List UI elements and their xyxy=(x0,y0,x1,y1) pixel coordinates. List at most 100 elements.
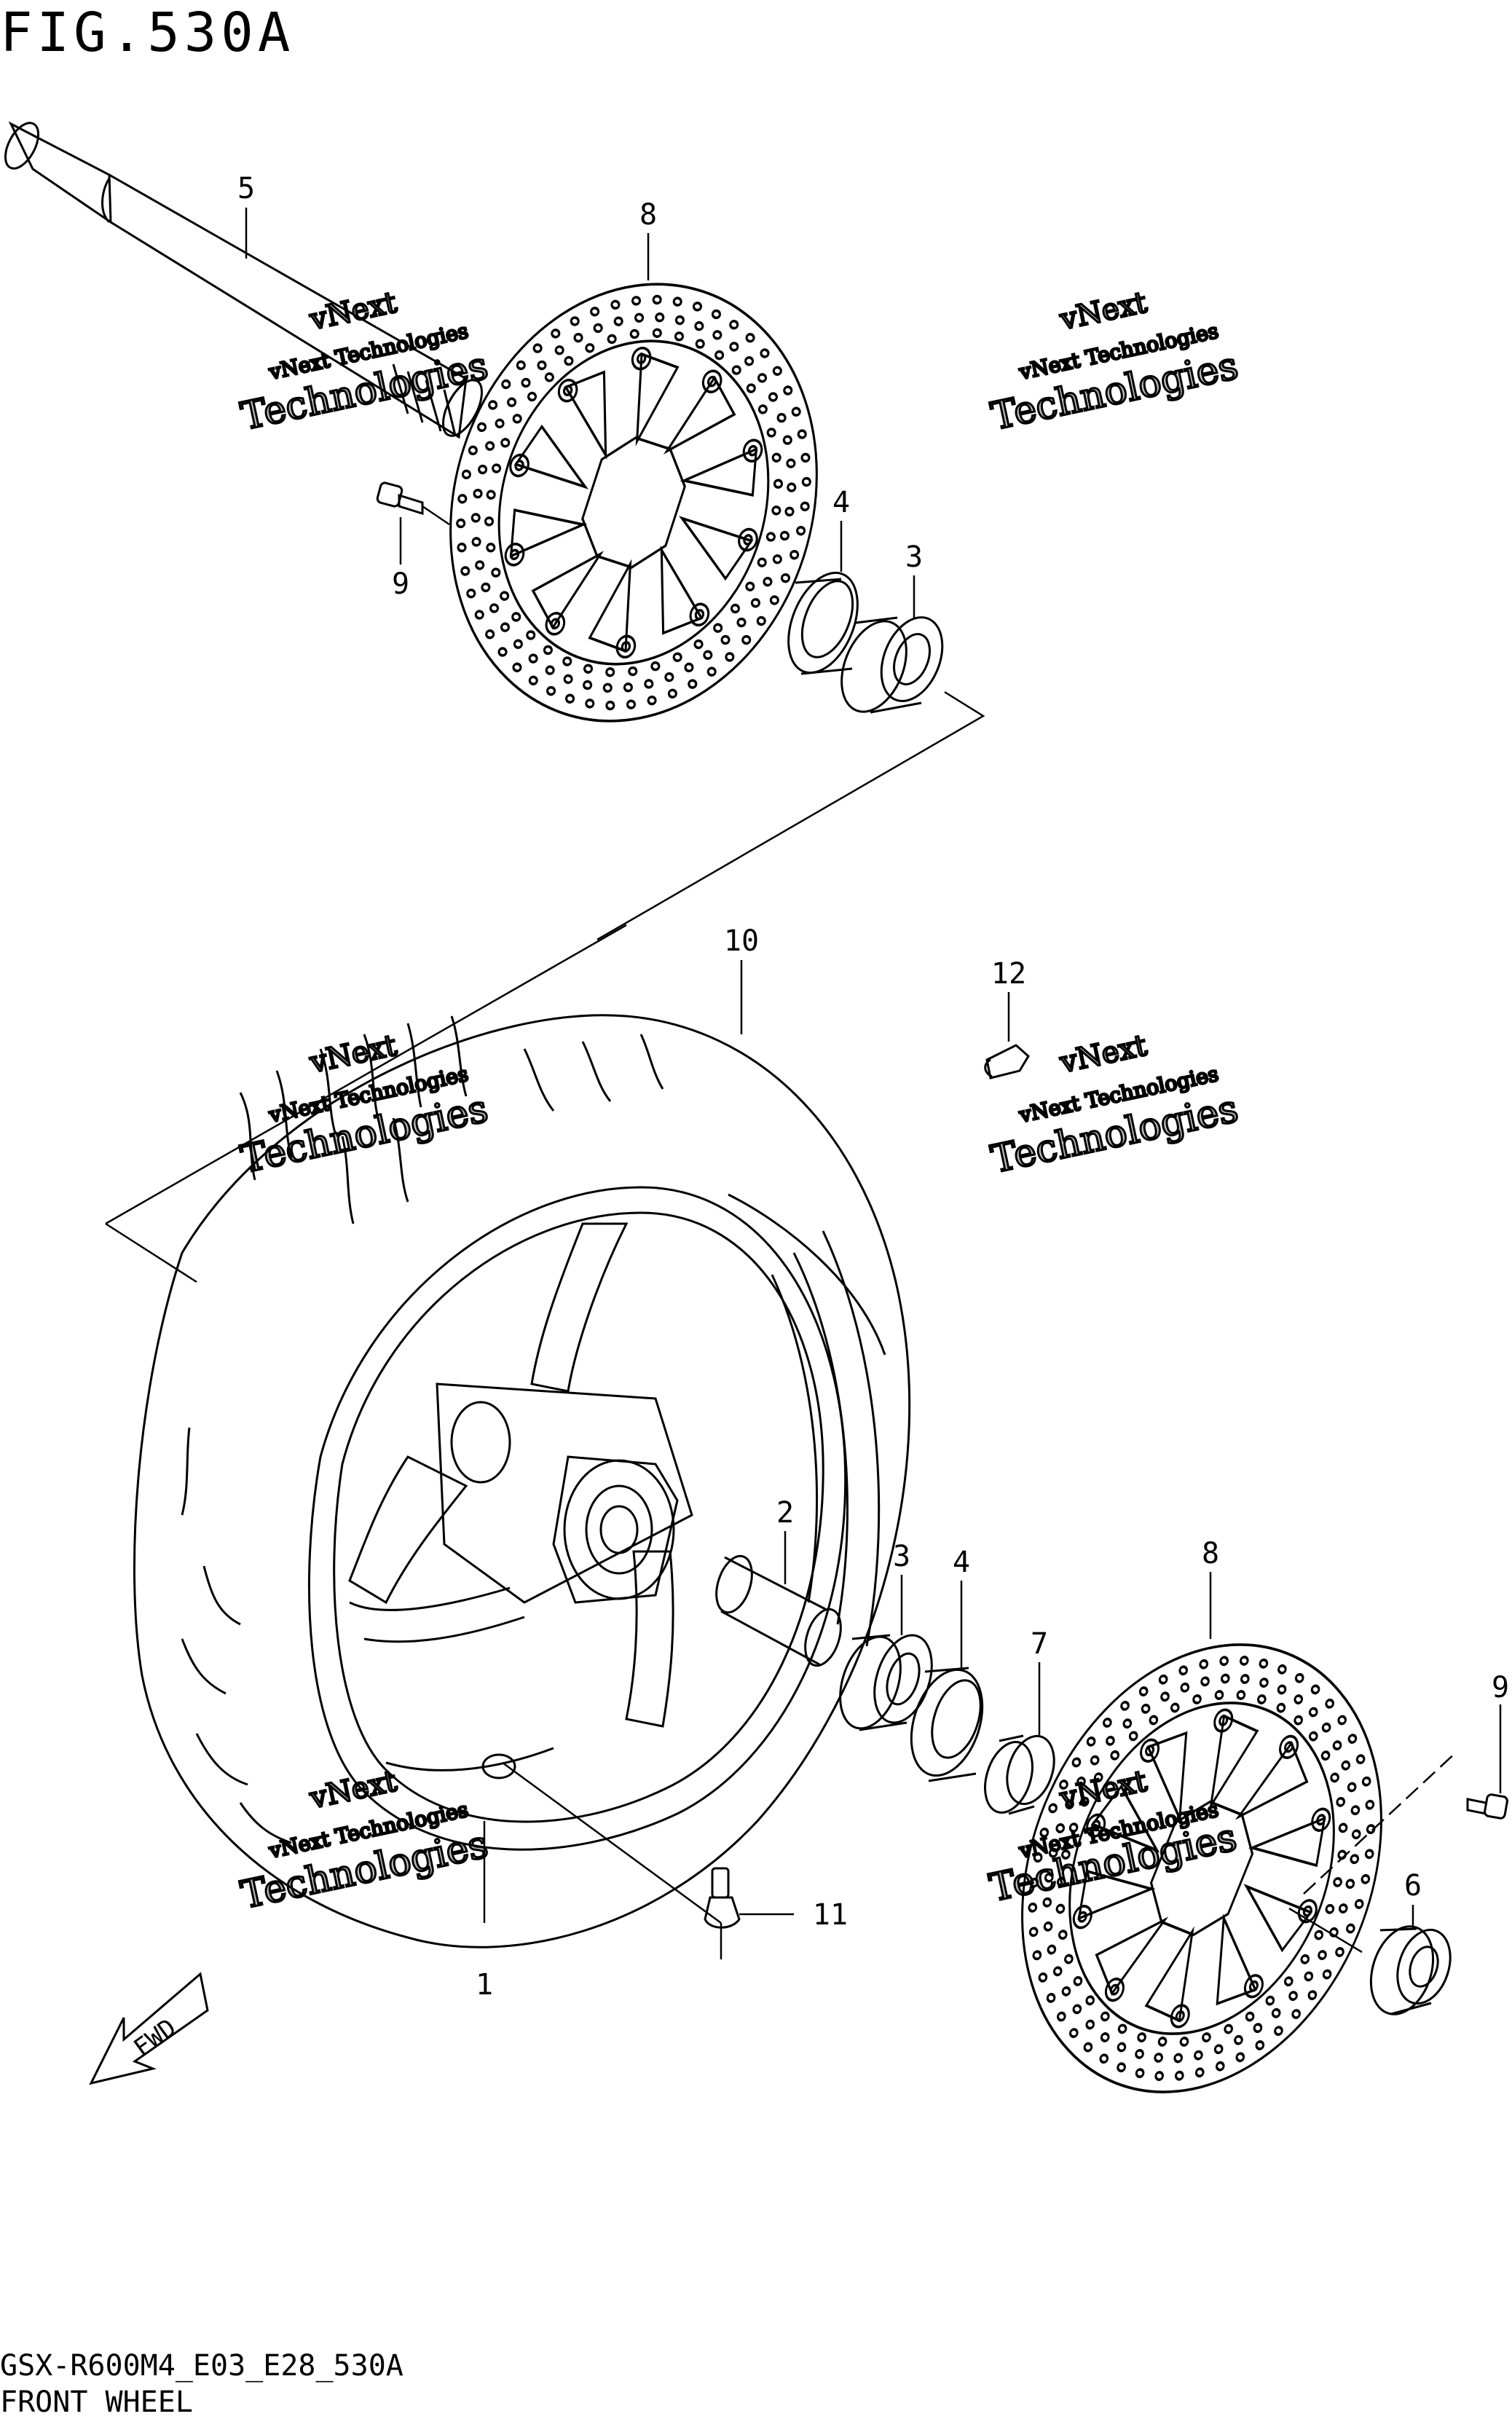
floating-button-center xyxy=(514,460,524,471)
tread-groove xyxy=(450,1015,468,1097)
vent-hole xyxy=(1308,1707,1318,1718)
vent-hole xyxy=(1333,1877,1342,1887)
vent-hole xyxy=(760,348,770,358)
vent-hole xyxy=(1194,2067,1205,2078)
vent-hole xyxy=(475,560,485,570)
vent-hole xyxy=(528,653,538,664)
watermark-small: vNext xyxy=(307,286,400,337)
vent-hole xyxy=(1120,1700,1130,1711)
vent-hole xyxy=(1039,1828,1050,1838)
vent-hole xyxy=(602,683,613,693)
vent-hole xyxy=(744,356,755,366)
watermark-bottom-left: vNext vNext Technologies Technologies xyxy=(236,1763,492,1919)
vent-hole xyxy=(729,320,739,330)
floating-button-center xyxy=(1145,1745,1155,1757)
vent-hole xyxy=(1366,1824,1376,1835)
vent-hole xyxy=(1318,1950,1327,1960)
vent-hole xyxy=(1215,2061,1225,2072)
leader-lines xyxy=(245,208,1502,1929)
vent-hole xyxy=(1341,1760,1351,1771)
vent-hole xyxy=(1154,2071,1164,2081)
vent-hole xyxy=(1175,2070,1184,2081)
floating-button-center xyxy=(562,385,573,397)
callout-9-top: 9 xyxy=(392,567,409,601)
tread-groove xyxy=(319,1048,336,1133)
floating-button xyxy=(1311,1807,1331,1832)
vent-hole xyxy=(1122,1718,1133,1729)
vent-hole xyxy=(1277,1684,1287,1695)
vent-hole xyxy=(486,543,496,553)
vent-hole xyxy=(711,309,721,320)
vent-hole xyxy=(564,355,574,366)
floating-button-center xyxy=(1248,1980,1259,1992)
brake-disc-part-8-top xyxy=(449,283,818,723)
vent-hole xyxy=(471,537,481,547)
vent-hole xyxy=(672,652,682,662)
floating-button xyxy=(615,634,637,659)
vent-hole xyxy=(1350,1805,1361,1816)
vent-hole xyxy=(790,549,800,560)
vent-hole xyxy=(521,377,531,388)
vent-hole xyxy=(573,332,583,343)
vent-hole xyxy=(1048,1847,1058,1858)
vent-hole xyxy=(631,296,642,306)
vent-hole xyxy=(1158,1674,1168,1685)
vent-hole xyxy=(516,360,526,371)
vent-hole xyxy=(607,334,617,345)
vent-hole xyxy=(1294,1715,1303,1726)
vent-hole xyxy=(565,693,575,704)
vent-hole xyxy=(500,622,511,632)
spider-arm xyxy=(1235,1741,1309,1820)
vent-hole xyxy=(725,652,735,662)
vent-hole xyxy=(551,329,561,339)
vent-hole xyxy=(772,366,782,376)
bolt-part-9-top xyxy=(376,481,424,516)
vent-hole xyxy=(1149,1715,1159,1726)
watermark-mid-right: vNext vNext Technologies Technologies xyxy=(986,1028,1243,1183)
vent-hole xyxy=(545,665,555,675)
vent-hole xyxy=(757,373,768,383)
vent-hole xyxy=(1320,1750,1331,1761)
vent-hole xyxy=(1325,1699,1334,1709)
floating-button-center xyxy=(707,375,717,388)
vent-hole xyxy=(1192,1694,1202,1704)
vent-hole xyxy=(1283,1976,1294,1987)
vent-hole xyxy=(768,392,778,402)
wheel-part-1 xyxy=(133,1014,911,1948)
vent-hole xyxy=(495,418,505,429)
vent-hole xyxy=(791,406,801,417)
vent-hole xyxy=(1291,2009,1301,2019)
vent-hole xyxy=(1351,1829,1361,1840)
vent-hole xyxy=(1056,1876,1066,1887)
vent-hole xyxy=(1064,1954,1074,1964)
vent-hole xyxy=(461,469,471,480)
vent-hole xyxy=(1307,1990,1318,2000)
vent-hole xyxy=(782,435,792,445)
vent-hole xyxy=(1277,1664,1287,1675)
vent-hole xyxy=(784,506,795,517)
callout-11: 11 xyxy=(813,1898,848,1932)
vent-hole xyxy=(1099,2053,1109,2064)
floating-button xyxy=(1213,1708,1234,1733)
vent-hole xyxy=(497,647,508,657)
floating-button-center xyxy=(1218,1715,1229,1727)
tread-groove xyxy=(275,1070,293,1159)
vent-hole xyxy=(801,476,811,487)
vent-hole xyxy=(1157,2037,1168,2047)
spider-arm xyxy=(1248,1816,1326,1868)
vent-hole xyxy=(610,299,621,310)
vent-hole xyxy=(605,667,615,677)
floating-button-center xyxy=(1175,2010,1185,2022)
vent-hole xyxy=(1038,1972,1048,1983)
vent-hole xyxy=(1068,1822,1079,1833)
model-code: GSX-R600M4_E03_E28_530A xyxy=(0,2349,403,2383)
spider-arm xyxy=(513,424,589,489)
vent-hole xyxy=(512,662,522,672)
callout-8-top: 8 xyxy=(639,198,657,232)
vent-hole xyxy=(783,385,793,396)
vent-hole xyxy=(500,438,511,448)
tread-groove xyxy=(195,1733,248,1786)
vent-hole xyxy=(729,342,739,352)
vent-hole xyxy=(797,429,807,439)
vent-hole xyxy=(1028,1927,1039,1938)
